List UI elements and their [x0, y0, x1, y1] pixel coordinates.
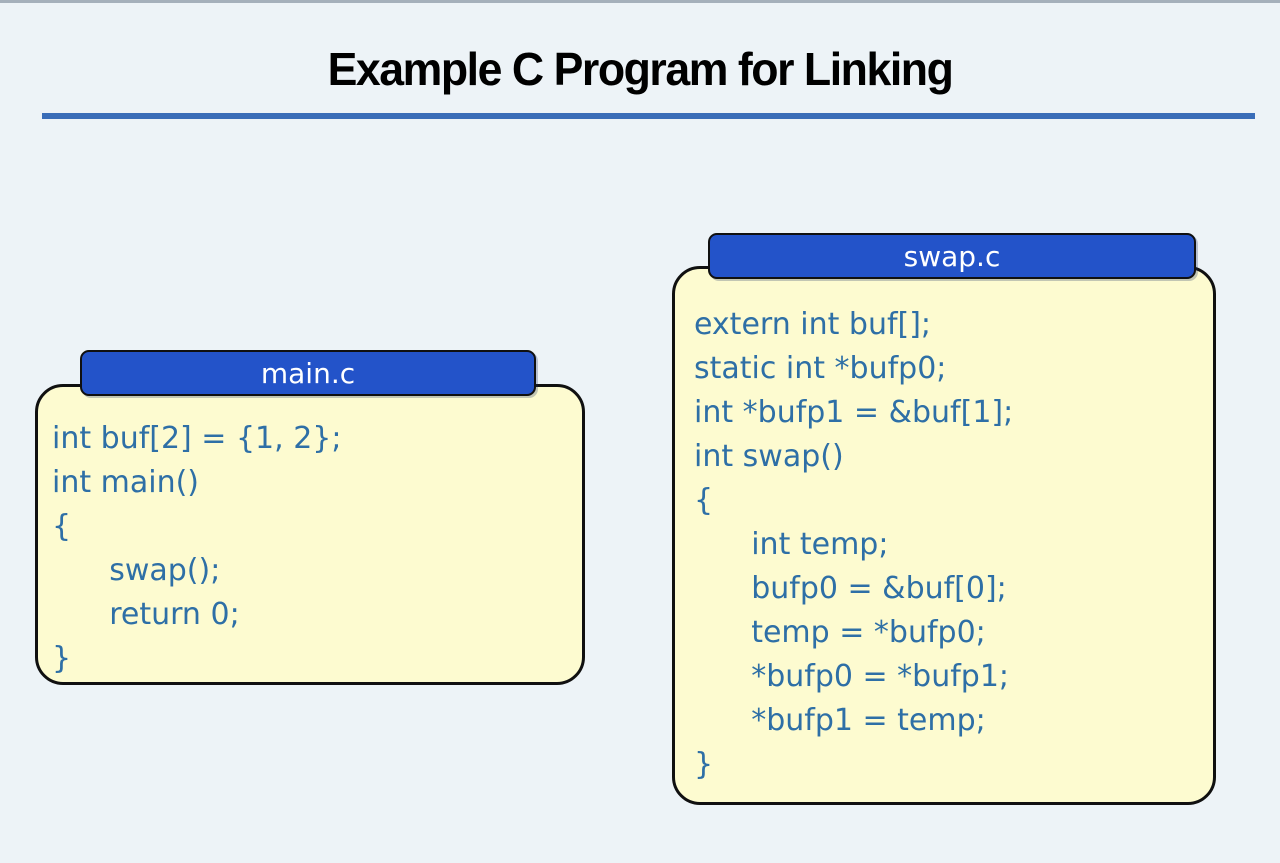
file-tab-swap-c-label: swap.c: [903, 239, 1001, 273]
code-line: int buf[2] = {1, 2};: [52, 421, 342, 456]
code-panel-main-c: int buf[2] = {1, 2}; int main() { swap()…: [35, 384, 585, 685]
code-line: return 0;: [52, 597, 240, 632]
code-line: }: [694, 747, 714, 782]
top-edge-strip: [0, 0, 1280, 3]
code-line: *bufp1 = temp;: [694, 703, 986, 738]
code-line: int main(): [52, 465, 200, 500]
title-divider-rule: [42, 113, 1255, 119]
slide-title: Example C Program for Linking: [327, 43, 954, 95]
code-line: bufp0 = &buf[0];: [694, 571, 1007, 606]
code-line: {: [52, 509, 72, 544]
code-line: {: [694, 483, 714, 518]
code-line: int temp;: [694, 527, 889, 562]
file-tab-swap-c: swap.c: [708, 233, 1196, 279]
code-line: extern int buf[];: [694, 307, 932, 342]
code-line: int swap(): [694, 439, 844, 474]
code-line: *bufp0 = *bufp1;: [694, 659, 1010, 694]
code-line: static int *bufp0;: [694, 351, 947, 386]
code-panel-swap-c: extern int buf[]; static int *bufp0; int…: [672, 266, 1216, 805]
code-line: }: [52, 641, 72, 676]
file-tab-main-c: main.c: [80, 350, 536, 396]
code-line: temp = *bufp0;: [694, 615, 986, 650]
code-line: swap();: [52, 553, 221, 588]
code-line: int *bufp1 = &buf[1];: [694, 395, 1014, 430]
file-tab-main-c-label: main.c: [260, 356, 356, 390]
